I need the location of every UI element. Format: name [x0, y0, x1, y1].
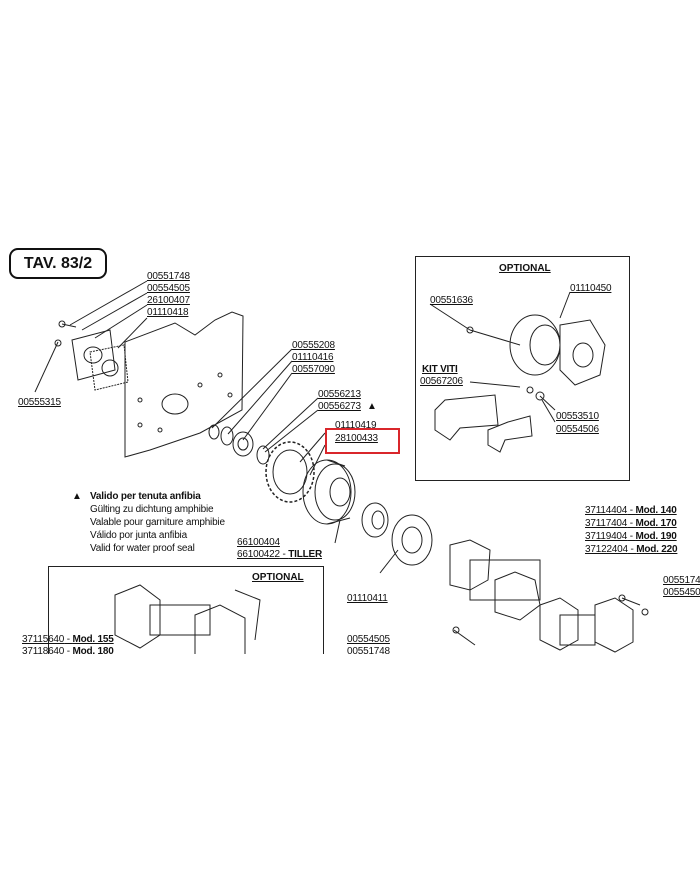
part-label: 0055450 — [663, 587, 700, 598]
part-label: 01110418 — [147, 307, 189, 318]
model-label: 37119404 - Mod. 190 — [585, 531, 677, 542]
legend-line: Válido por junta anfibia — [90, 530, 187, 541]
part-label: 00557090 — [292, 364, 335, 375]
highlight-box — [325, 428, 400, 454]
legend-line: Valable pour garniture amphibie — [90, 517, 225, 528]
part-label: 00551636 — [430, 295, 473, 306]
legend-line: Valido per tenuta anfibia — [90, 491, 201, 502]
model-label: 37117404 - Mod. 170 — [585, 518, 677, 529]
part-label: 01110411 — [347, 593, 388, 604]
kit-label: KIT VITI — [422, 364, 458, 375]
part-label: 01110416 — [292, 352, 334, 363]
part-label: 0055174 — [663, 575, 700, 586]
part-label: 01110450 — [570, 283, 612, 294]
legend-line: Gülting zu dichtung amphibie — [90, 504, 214, 515]
part-label: 01110419 — [335, 420, 377, 431]
optional-rotor-title: OPTIONAL — [252, 572, 304, 583]
optional-rotor-panel — [48, 566, 324, 686]
part-label: 00555315 — [18, 397, 61, 408]
highlighted-part-label: 28100433 — [335, 433, 378, 444]
legend-marker-icon: ▲ — [72, 491, 82, 502]
part-label: 66100404 — [237, 537, 280, 548]
part-label: 00567206 — [420, 376, 463, 387]
part-label: 26100407 — [147, 295, 190, 306]
part-label: 00554506 — [556, 424, 599, 435]
table-number-badge: TAV. 83/2 — [9, 248, 107, 279]
page-blank-area — [0, 654, 700, 869]
seal-marker-icon: ▲ — [367, 401, 377, 412]
part-label: 00554505 — [147, 283, 190, 294]
legend-line: Valid for water proof seal — [90, 543, 195, 554]
optional-kit-panel — [415, 256, 630, 481]
optional-kit-title: OPTIONAL — [499, 263, 551, 274]
model-label: 37122404 - Mod. 220 — [585, 544, 678, 555]
part-label: 00553510 — [556, 411, 599, 422]
model-label: 37118640 - Mod. 180 — [22, 646, 114, 654]
model-label: 37114404 - Mod. 140 — [585, 505, 677, 516]
model-label: 37115640 - Mod. 155 — [22, 634, 114, 645]
part-label: 00556213 — [318, 389, 361, 400]
part-label: 66100422 - TILLER — [237, 549, 322, 560]
part-label: 00554505 — [347, 634, 390, 645]
part-label: 00556273 — [318, 401, 361, 412]
part-label: 00551748 — [147, 271, 190, 282]
part-label: 00555208 — [292, 340, 335, 351]
part-label: 00551748 — [347, 646, 390, 657]
